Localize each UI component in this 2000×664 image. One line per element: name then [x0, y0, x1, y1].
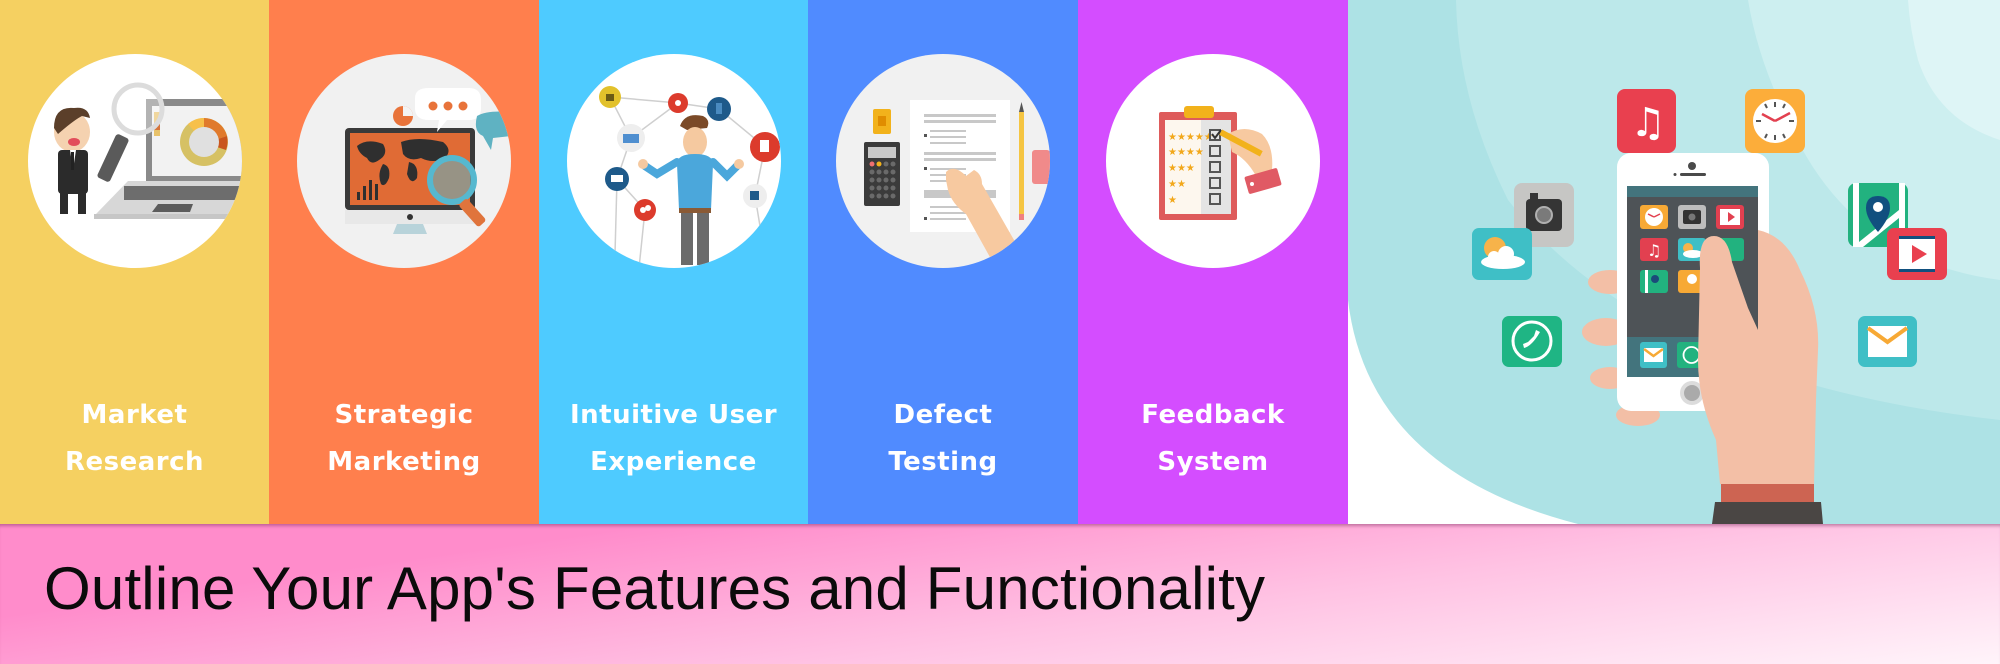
feature-label-line2: System [1157, 447, 1269, 477]
feature-column-intuitive-user-experience: Intuitive User Experience [539, 0, 808, 524]
svg-text:★★★★: ★★★★ [1168, 147, 1204, 158]
feature-column-defect-testing: Defect Testing [808, 0, 1078, 524]
feature-label-line1: Intuitive User [569, 400, 778, 430]
strategic-marketing-illustration [297, 54, 511, 268]
feature-columns: Market Research [0, 0, 1348, 524]
svg-text:★★: ★★ [1168, 179, 1186, 190]
mail-icon [1858, 316, 1917, 367]
feature-label-line2: Research [64, 447, 205, 477]
defect-testing-illustration [836, 54, 1050, 268]
man-with-network-icons-icon [598, 86, 780, 268]
feature-label-line2: Experience [590, 447, 757, 477]
feature-label-line1: Strategic [334, 400, 474, 430]
sleeve-cuff [1721, 484, 1814, 502]
feature-label-line1: Defect [893, 400, 993, 430]
phone-call-icon [1502, 316, 1562, 367]
star-rating-clipboard-icon: ★★★★★ ★★★★ ★★★ ★★ ★ [1159, 106, 1282, 220]
feature-label: Market Research [0, 392, 269, 486]
svg-text:♫: ♫ [1647, 241, 1661, 260]
svg-text:★★★★★: ★★★★★ [1168, 132, 1213, 143]
feature-column-feedback-system: ★★★★★ ★★★★ ★★★ ★★ ★ [1078, 0, 1348, 524]
weather-icon [1472, 228, 1532, 280]
feature-label-line1: Market [81, 400, 188, 430]
video-play-icon [1887, 228, 1947, 280]
svg-text:♫: ♫ [1630, 100, 1666, 146]
checklist-calculator-icon [864, 100, 1050, 268]
world-map-monitor-magnifier-icon [345, 88, 511, 234]
svg-text:★: ★ [1168, 195, 1177, 206]
page-title: Outline Your App's Features and Function… [44, 555, 1266, 622]
feature-label-line2: Testing [888, 447, 998, 477]
feature-label-line1: Feedback [1141, 400, 1285, 430]
sleeve [1712, 502, 1823, 524]
feature-label: Strategic Marketing [269, 392, 539, 486]
feature-label: Defect Testing [808, 392, 1078, 486]
intuitive-user-experience-illustration [566, 54, 781, 268]
title-banner: Outline Your App's Features and Function… [0, 524, 2000, 664]
hand-holding-smartphone-icon: ♫ ♫ [1348, 0, 2000, 524]
feature-column-strategic-marketing: Strategic Marketing [269, 0, 539, 524]
analyst-magnifier-laptop-icon [53, 82, 242, 219]
market-research-illustration [27, 54, 242, 268]
feedback-system-illustration: ★★★★★ ★★★★ ★★★ ★★ ★ [1106, 54, 1320, 268]
svg-text:★★★: ★★★ [1168, 163, 1195, 174]
screen-music-icon [1640, 238, 1668, 261]
smartphone-hand-illustration: ♫ ♫ [1348, 0, 2000, 524]
feature-label: Feedback System [1078, 392, 1348, 486]
feature-label: Intuitive User Experience [539, 392, 808, 486]
feature-column-market-research: Market Research [0, 0, 269, 524]
clock-icon [1745, 89, 1805, 153]
music-icon: ♫ [1617, 89, 1676, 153]
map-pin-icon [1848, 183, 1908, 247]
feature-label-line2: Marketing [327, 447, 481, 477]
